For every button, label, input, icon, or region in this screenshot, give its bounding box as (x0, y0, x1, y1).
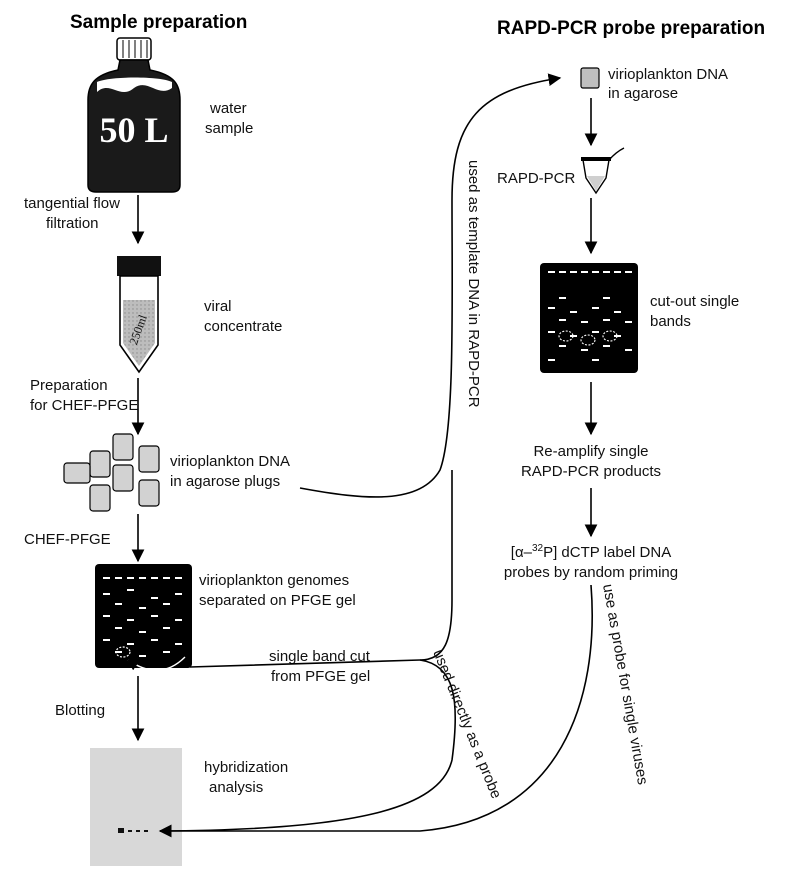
water-sample-label-line2: sample (205, 120, 253, 137)
curve-label-direct-probe: used directly as a probe (429, 647, 504, 801)
tangential-flow-line1: tangential flow (24, 195, 120, 212)
plugs-label-line1: virioplankton DNA (170, 453, 290, 470)
band-cut-line1: single band cut (269, 648, 371, 665)
cut-out-line2: bands (650, 313, 691, 330)
hybridization-membrane-icon (90, 748, 182, 866)
rapd-pcr-label: RAPD-PCR (497, 170, 576, 187)
curve-gelband-to-template (189, 470, 453, 668)
gel-label-line1: virioplankton genomes (199, 572, 349, 589)
viral-concentrate-line1: viral (204, 298, 232, 315)
gel-label-line2: separated on PFGE gel (199, 592, 356, 609)
dna-agarose-line1: virioplankton DNA (608, 66, 728, 83)
chef-pfge-label: CHEF-PFGE (24, 531, 111, 548)
hybridization-line1: hybridization (204, 759, 288, 776)
band-cut-line2: from PFGE gel (271, 668, 370, 685)
label-dna-line1: [α–32P] dCTP label DNA (511, 543, 671, 561)
hybridization-line2: analysis (209, 779, 263, 796)
pfge-gel-icon (95, 564, 192, 671)
preparation-line2: for CHEF-PFGE (30, 397, 138, 414)
bottle-volume-label: 50 L (99, 110, 168, 150)
blotting-label: Blotting (55, 702, 105, 719)
water-sample-label-line1: water (209, 100, 247, 117)
curve-plugs-to-dna-agarose (299, 73, 562, 498)
preparation-line1: Preparation (30, 377, 108, 394)
reamplify-line1: Re-amplify single (533, 443, 648, 460)
curve-label-template: used as template DNA in RAPD-PCR (465, 160, 482, 408)
viral-concentrate-tube-icon: 250ml (117, 256, 161, 374)
water-sample-bottle-icon: 50 L (87, 37, 181, 193)
cut-out-line1: cut-out single (650, 293, 739, 310)
tangential-flow-line2: filtration (46, 215, 99, 232)
dna-agarose-block-icon (580, 67, 600, 89)
curve-probe-to-membrane (160, 584, 593, 832)
dna-agarose-line2: in agarose (608, 85, 678, 102)
pcr-tube-icon (581, 147, 625, 195)
agarose-plugs-icon (63, 433, 160, 512)
heading-rapd-pcr-probe-preparation: RAPD-PCR probe preparation (497, 18, 765, 39)
rapd-gel-icon (540, 263, 638, 373)
reamplify-line2: RAPD-PCR products (521, 463, 661, 480)
plugs-label-line2: in agarose plugs (170, 473, 280, 490)
viral-concentrate-line2: concentrate (204, 318, 282, 335)
label-dna-line2: probes by random priming (504, 564, 678, 581)
curve-label-single-viruses: use as probe for single viruses (599, 583, 651, 786)
curve-gelband-to-membrane (158, 659, 457, 838)
heading-sample-preparation: Sample preparation (70, 12, 247, 33)
